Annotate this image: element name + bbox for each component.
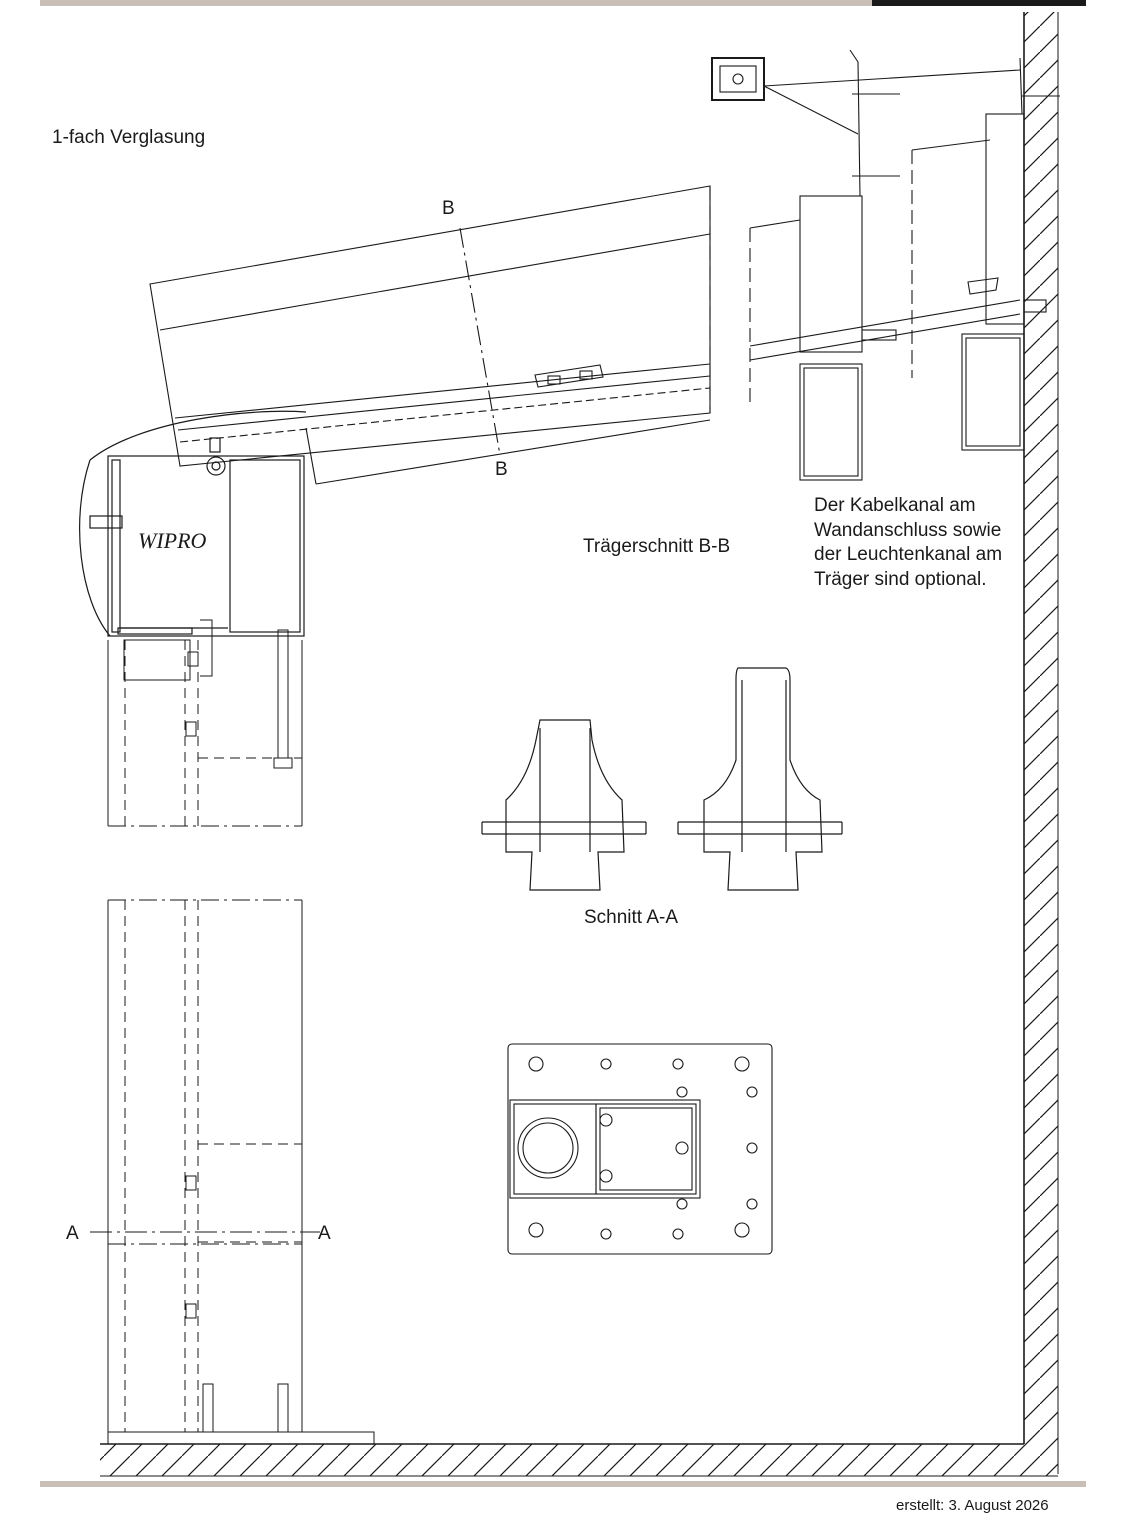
- footer-date: erstellt: 3. August 2026: [896, 1497, 1049, 1514]
- post-upper: [107, 619, 303, 827]
- optional-note: Der Kabelkanal am Wandanschluss sowie de…: [814, 495, 1003, 590]
- top-dark-bar: [872, 0, 1086, 6]
- traeger-schnitt-label: Trägerschnitt B-B: [583, 536, 731, 557]
- base-plate: [507, 1043, 773, 1255]
- section-label-a-left: A: [66, 1223, 79, 1244]
- floor-hatch: [100, 1443, 1058, 1477]
- section-label-a-right: A: [318, 1223, 331, 1244]
- section-label-b-bottom: B: [495, 459, 508, 480]
- wipro-logo: WIPRO: [138, 528, 207, 553]
- top-accent-bar: [40, 0, 872, 6]
- gutter-profile: WIPRO: [78, 410, 307, 637]
- drawing-title: 1-fach Verglasung: [52, 127, 206, 148]
- post-lower: [90, 899, 375, 1445]
- wall-connection-detail: [711, 49, 1060, 481]
- wall-hatch: [1023, 12, 1059, 1474]
- schnitt-aa-label: Schnitt A-A: [584, 907, 678, 928]
- section-aa-profiles: [481, 667, 843, 891]
- bottom-accent-bar: [40, 1481, 1086, 1487]
- section-label-b-top: B: [442, 198, 455, 219]
- glazing-beam: [149, 185, 711, 485]
